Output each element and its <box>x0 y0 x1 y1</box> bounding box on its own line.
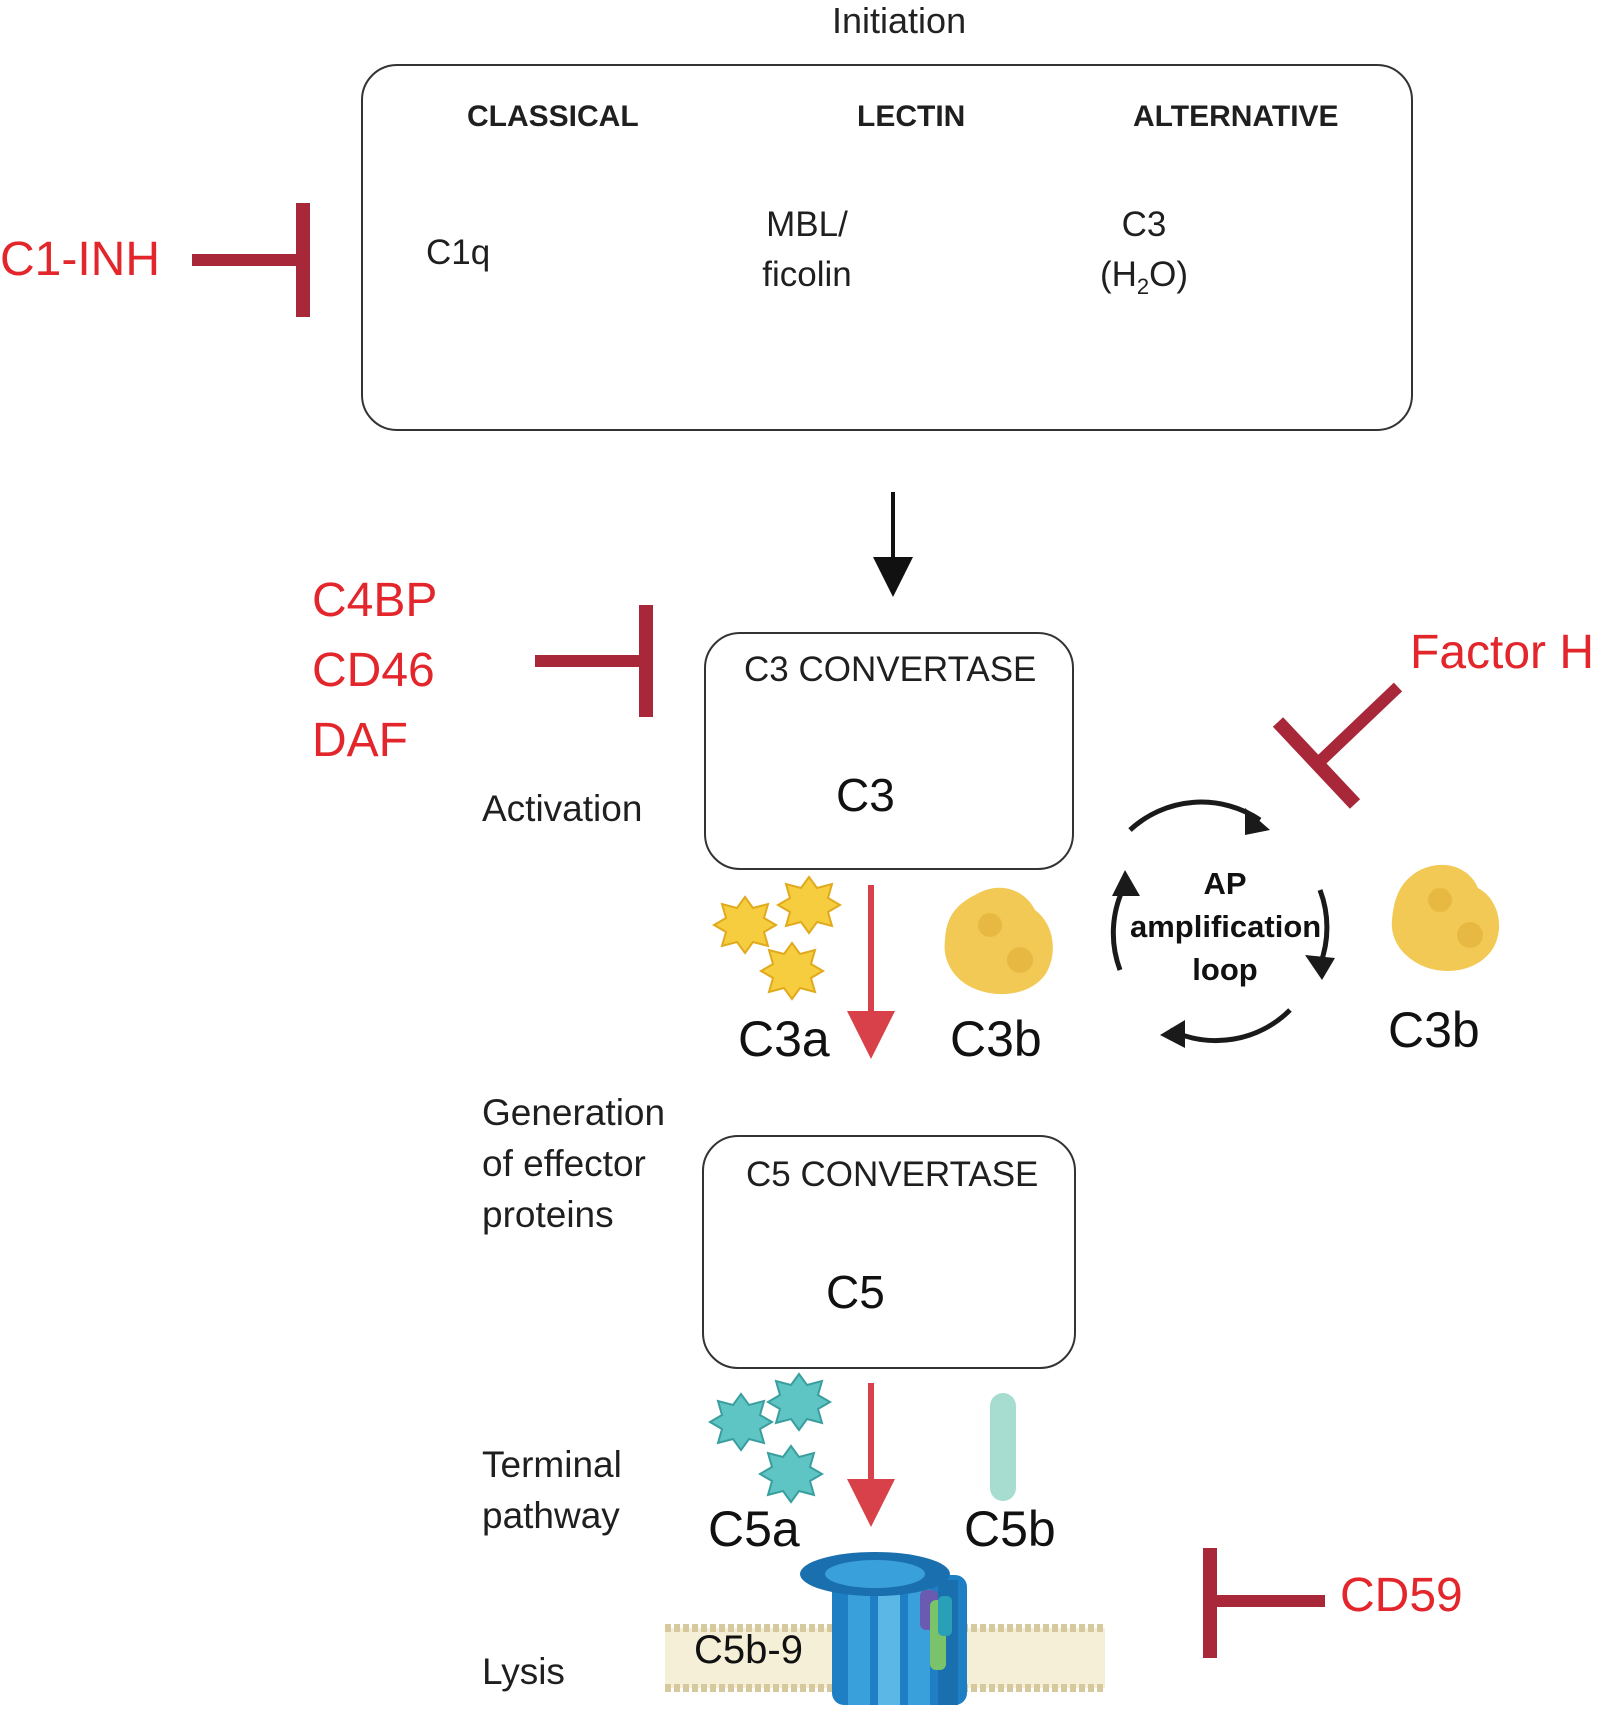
factor-h-inhibitor-bar <box>1272 682 1403 809</box>
daf-label: DAF <box>312 714 408 767</box>
classical-heading: CLASSICAL <box>467 100 639 133</box>
c3-h2o-line2: (H2O) <box>1099 255 1189 299</box>
ap-amplification-loop-arrows <box>1110 799 1335 1048</box>
c5a-label: C5a <box>708 1501 800 1557</box>
c5-convertase-title: C5 CONVERTASE <box>746 1155 1039 1194</box>
c3a-label: C3a <box>738 1011 830 1067</box>
ap-amplification-loop-label: AP amplification loop <box>1130 866 1322 987</box>
c1-inh-label: C1-INH <box>0 233 161 286</box>
activation-stage-label: Activation <box>482 788 643 829</box>
c5b-label: C5b <box>964 1501 1056 1557</box>
generation-stage-label: Generation of effector proteins <box>482 1092 666 1235</box>
alternative-heading: ALTERNATIVE <box>1133 100 1339 133</box>
c3a-stars <box>712 875 842 1001</box>
c3b-label: C3b <box>950 1011 1042 1067</box>
mbl-ficolin-label: MBL/ ficolin <box>752 200 862 300</box>
c5b-9-mac-pore-icon <box>800 1552 967 1705</box>
initiation-title: Initiation <box>832 0 967 41</box>
cd46-label: CD46 <box>312 644 435 697</box>
cd59-inhibitor-bar <box>1203 1548 1325 1658</box>
factor-h-label: Factor H <box>1410 626 1595 679</box>
c5b-9-label: C5b-9 <box>694 1628 803 1672</box>
ficolin-label: ficolin <box>762 255 852 294</box>
mbl-label: MBL/ <box>766 205 848 244</box>
lectin-heading: LECTIN <box>857 100 966 133</box>
c3b-loop-protein-icon <box>1391 864 1500 971</box>
cd59-label: CD59 <box>1340 1569 1463 1622</box>
c3b-protein-icon <box>944 887 1053 995</box>
c4bp-label: C4BP <box>312 574 438 627</box>
c3-convertase-title: C3 CONVERTASE <box>744 650 1037 689</box>
c5b-protein-icon <box>990 1393 1016 1501</box>
terminal-stage-label: Terminal pathway <box>482 1444 622 1536</box>
c3-protein-label: C3 <box>836 769 895 821</box>
c3-convertase-box <box>704 632 1074 870</box>
c3b-loop-label: C3b <box>1388 1002 1480 1058</box>
c3-h2o-label: C3 (H2O) <box>1094 200 1194 312</box>
c3-h2o-line1: C3 <box>1121 205 1167 244</box>
c1q-label: C1q <box>426 233 491 272</box>
c5a-stars <box>708 1372 832 1504</box>
c5-convertase-box <box>702 1135 1076 1369</box>
c5-protein-label: C5 <box>826 1266 885 1318</box>
c4bp-cd46-daf-labels: C4BP CD46 DAF <box>312 566 437 776</box>
c1-inh-inhibitor-bar <box>192 203 310 317</box>
initiation-box <box>361 64 1413 431</box>
lysis-stage-label: Lysis <box>482 1651 565 1692</box>
c4bp-cd46-daf-inhibitor-bar <box>535 605 653 717</box>
